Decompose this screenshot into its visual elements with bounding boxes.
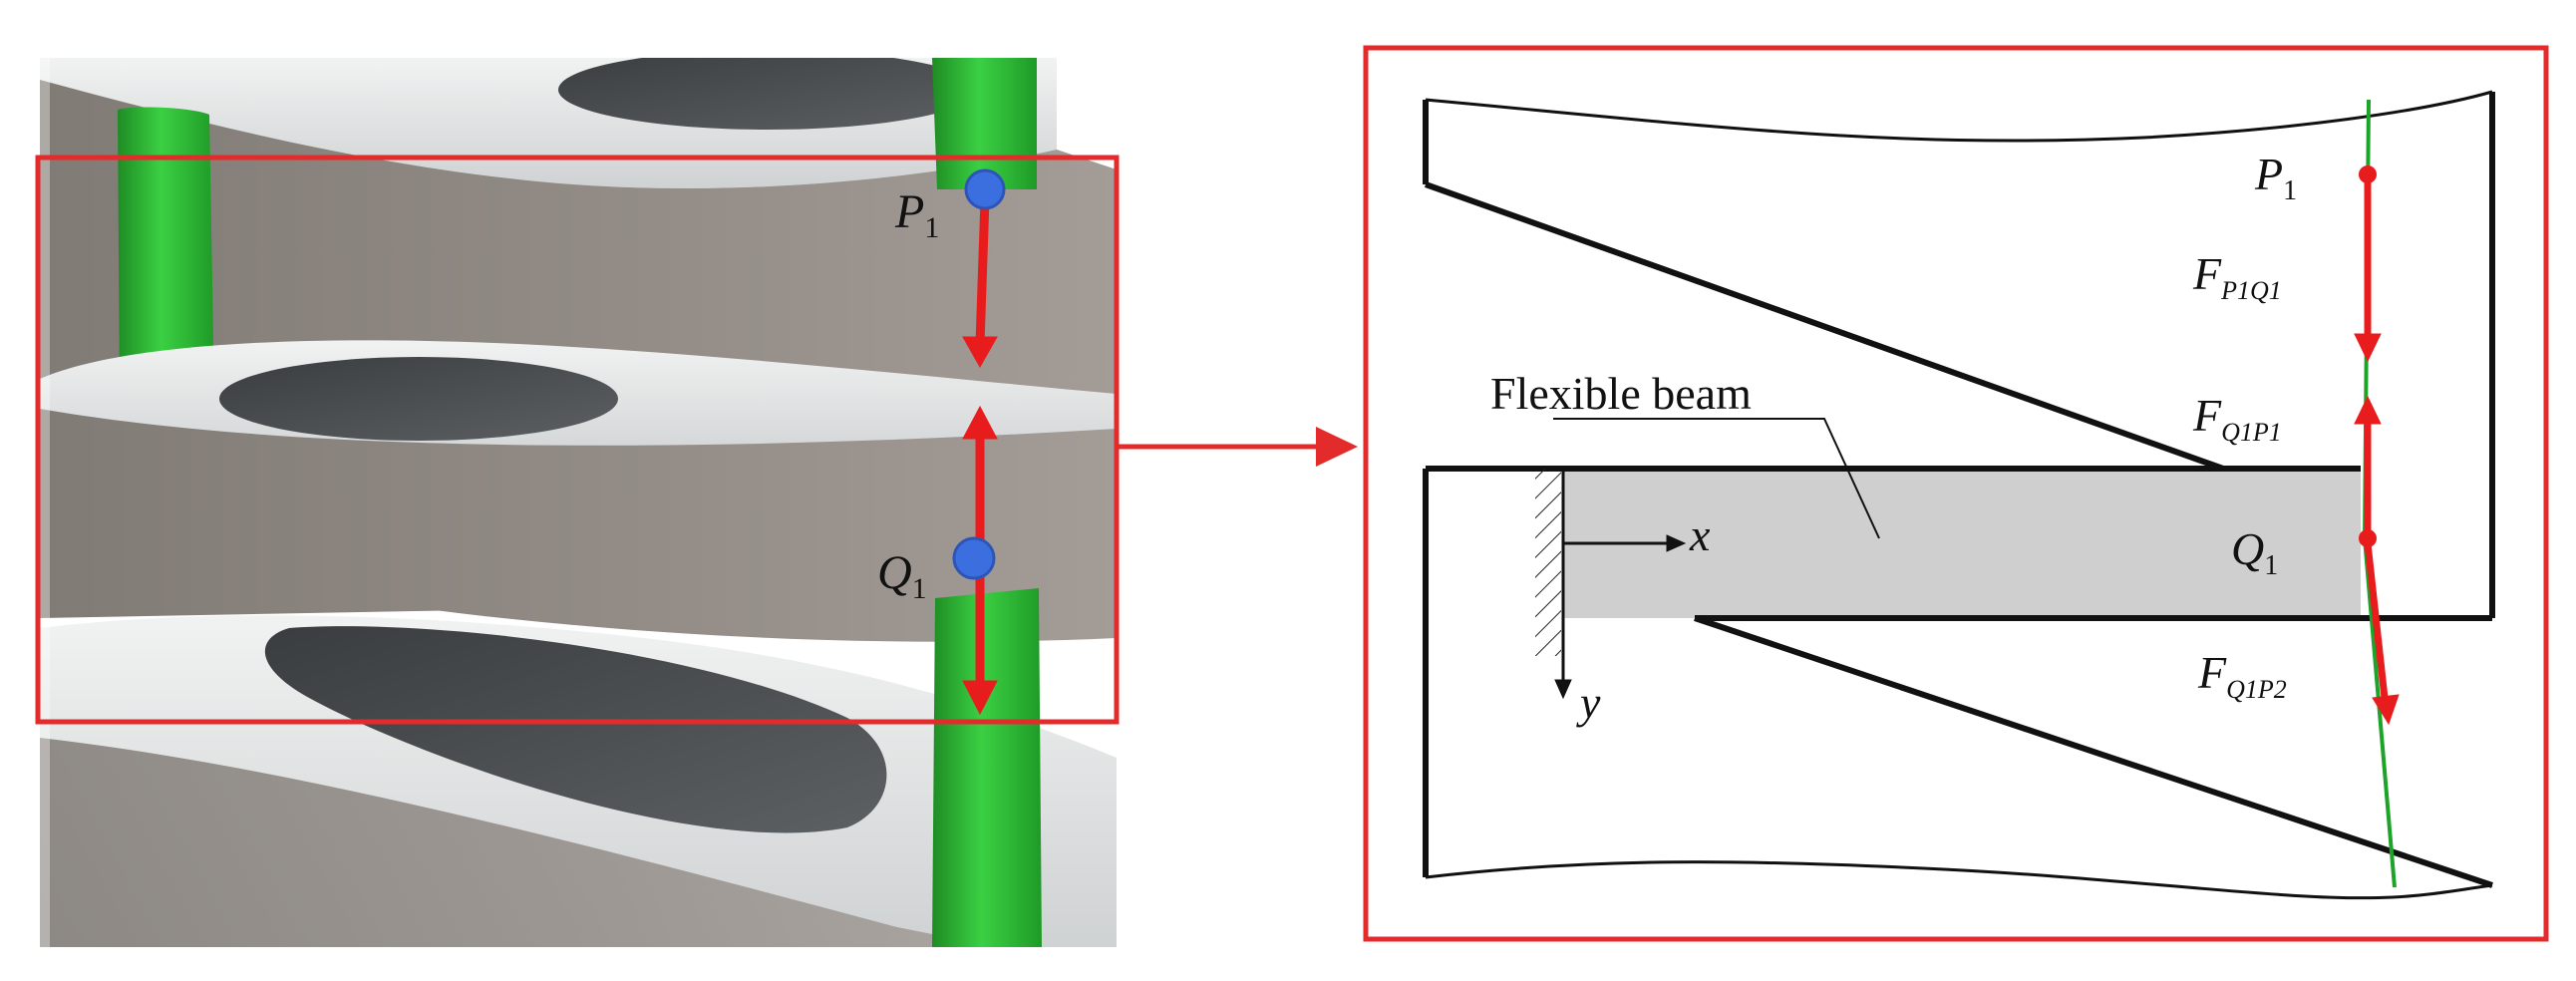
label-q1-left: Q1 bbox=[877, 546, 927, 605]
arrowhead-f-p1q1 bbox=[2354, 333, 2382, 363]
coordinate-axes bbox=[1554, 534, 1687, 700]
left-selection-frame bbox=[35, 155, 1120, 725]
label-p1-right: P1 bbox=[2254, 149, 2297, 206]
lower-coil-outline bbox=[1423, 615, 2493, 900]
label-q1-right: Q1 bbox=[2231, 523, 2278, 581]
arrowhead-f-q1p2 bbox=[2372, 694, 2400, 726]
coil-top-hole bbox=[558, 58, 977, 130]
axis-x-label: x bbox=[1689, 509, 1711, 560]
hatched-wall-icon bbox=[1535, 469, 1565, 658]
beam-leader-line bbox=[1553, 418, 1880, 539]
left-render bbox=[38, 58, 1117, 947]
flexible-beam bbox=[1563, 469, 2361, 618]
label-p1-left: P1 bbox=[894, 185, 939, 244]
marker-p1-schematic bbox=[2359, 165, 2377, 183]
arrowhead-up-q1 bbox=[962, 405, 998, 440]
arrowhead-down-p1 bbox=[962, 336, 998, 369]
arrowhead-down-bottom bbox=[962, 680, 998, 716]
label-f-p1q1: FP1Q1 bbox=[2192, 248, 2282, 305]
marker-q1-schematic bbox=[2359, 529, 2377, 547]
fiber-right-lower bbox=[932, 588, 1042, 947]
fiber-left bbox=[118, 107, 214, 405]
label-f-q1p1: FQ1P1 bbox=[2192, 390, 2282, 447]
coil-middle bbox=[40, 340, 1117, 642]
schematic-force-arrows bbox=[2354, 174, 2400, 726]
upper-coil-outline bbox=[1423, 90, 2495, 618]
right-arrow-icon bbox=[1119, 427, 1358, 467]
beam-label: Flexible beam bbox=[1490, 368, 1752, 419]
coil-bottom bbox=[40, 615, 1117, 947]
axis-y-label: y bbox=[1576, 677, 1601, 728]
coil-bottom-hole bbox=[264, 626, 887, 833]
arrowhead-f-q1p1 bbox=[2354, 395, 2382, 425]
marker-q1 bbox=[952, 536, 996, 580]
coil-middle-hole bbox=[219, 357, 618, 441]
label-f-q1p2: FQ1P2 bbox=[2197, 647, 2287, 704]
marker-p1 bbox=[964, 168, 1006, 210]
